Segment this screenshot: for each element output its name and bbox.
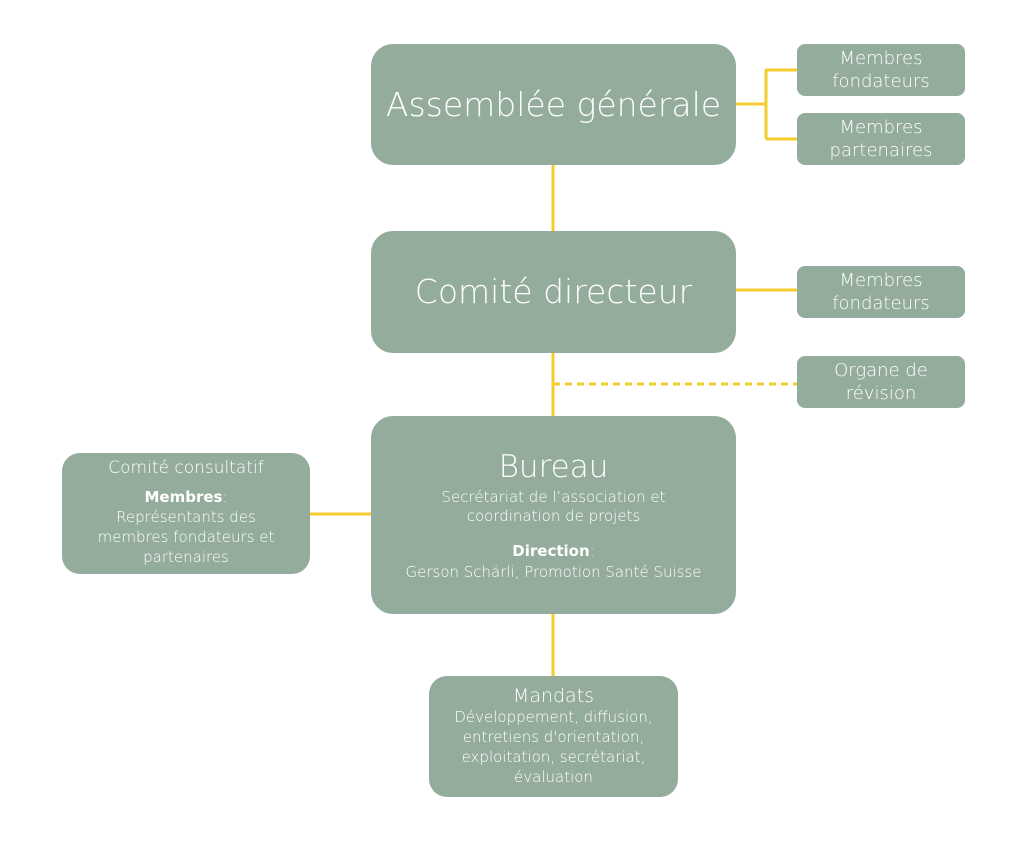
comite-membres-fondateurs-line1: Membres bbox=[839, 270, 923, 291]
bureau-direction-label: Direction bbox=[512, 542, 590, 560]
membres-partenaires-line1: Membres bbox=[839, 117, 923, 138]
comite-consultatif-line3: partenaires bbox=[143, 548, 229, 566]
membres-partenaires-line2: partenaires bbox=[829, 140, 933, 161]
comite-directeur-box: Comité directeur bbox=[371, 231, 736, 353]
bureau-desc-line1: Secrétariat de l’association et bbox=[441, 488, 666, 506]
organe-revision-box: Organe de révision bbox=[797, 356, 965, 408]
mandats-line2: entretiens d'orientation, bbox=[462, 728, 645, 746]
assemblee-generale-box: Assemblée générale bbox=[371, 44, 736, 165]
bureau-desc-line2: coordination de projets bbox=[466, 507, 641, 525]
organe-revision-line2: révision bbox=[845, 383, 917, 404]
comite-membres-fondateurs-box: Membres fondateurs bbox=[797, 266, 965, 318]
membres-fondateurs-box: Membres fondateurs bbox=[797, 44, 965, 96]
comite-consultatif-line2: membres fondateurs et bbox=[97, 528, 275, 546]
comite-consultatif-box: Comité consultatif Membres: Représentant… bbox=[62, 453, 310, 574]
mandats-line1: Développement, diffusion, bbox=[454, 708, 653, 726]
membres-fondateurs-line1: Membres bbox=[839, 48, 923, 69]
mandats-title: Mandats bbox=[512, 685, 595, 707]
bureau-direction-value: Gerson Schärli, Promotion Santé Suisse bbox=[405, 563, 702, 581]
bureau-direction-heading: Direction: bbox=[512, 542, 594, 561]
mandats-line3: exploitation, secrétariat, bbox=[461, 748, 646, 766]
bureau-title: Bureau bbox=[498, 449, 609, 485]
comite-consultatif-membres-label: Membres bbox=[144, 488, 223, 506]
comite-consultatif-line1: Représentants des bbox=[116, 508, 256, 526]
membres-partenaires-box: Membres partenaires bbox=[797, 113, 965, 165]
assemblee-generale-title: Assemblée générale bbox=[385, 84, 722, 124]
membres-fondateurs-line2: fondateurs bbox=[832, 71, 930, 92]
bureau-box: Bureau Secrétariat de l’association et c… bbox=[371, 416, 736, 614]
comite-directeur-title: Comité directeur bbox=[414, 272, 693, 311]
organe-revision-line1: Organe de bbox=[834, 360, 928, 381]
comite-consultatif-membres-heading: Membres: bbox=[144, 488, 227, 507]
comite-membres-fondateurs-line2: fondateurs bbox=[832, 293, 930, 314]
comite-consultatif-membres-colon: : bbox=[222, 488, 228, 506]
mandats-box: Mandats Développement, diffusion, entret… bbox=[429, 676, 678, 797]
bureau-direction-colon: : bbox=[589, 542, 595, 560]
comite-consultatif-title: Comité consultatif bbox=[108, 458, 264, 478]
mandats-line4: évaluation bbox=[514, 768, 593, 786]
